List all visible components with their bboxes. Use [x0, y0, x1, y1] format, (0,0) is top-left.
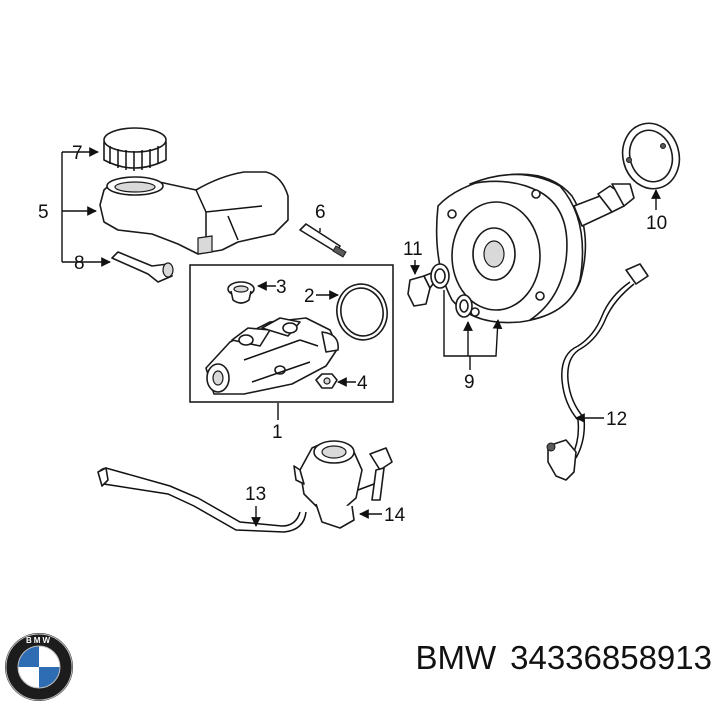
- grommet: [227, 281, 255, 304]
- booster-gasket: [621, 122, 681, 190]
- callout-4: 4: [357, 373, 368, 394]
- callout-14: 14: [384, 505, 406, 526]
- nut: [315, 373, 338, 389]
- vacuum-sensor: [546, 263, 649, 481]
- brake-booster: [435, 173, 635, 324]
- reservoir-cap: [103, 127, 167, 171]
- logo-lettering: BMW: [26, 636, 52, 645]
- callout-11: 11: [403, 239, 423, 260]
- part-caption: BMW 34336858913: [92, 628, 712, 688]
- reservoir-hose: [111, 251, 174, 283]
- vacuum-hose: [97, 467, 307, 533]
- callout-10: 10: [646, 213, 667, 234]
- level-sensor: [299, 223, 347, 258]
- callout-7: 7: [72, 143, 83, 164]
- callout-13: 13: [245, 484, 266, 505]
- vacuum-pump: [293, 440, 393, 529]
- part-number: 34336858913: [510, 639, 712, 676]
- callout-5: 5: [38, 202, 49, 223]
- callout-6: 6: [315, 202, 326, 223]
- o-ring: [336, 283, 388, 341]
- seal-large: [430, 263, 450, 289]
- callout-8: 8: [74, 253, 85, 274]
- callout-1: 1: [272, 422, 283, 443]
- seal-small: [455, 294, 473, 318]
- brake-fluid-reservoir: [99, 171, 289, 255]
- bmw-logo-icon: BMW: [5, 633, 73, 701]
- callout-12: 12: [606, 409, 627, 430]
- callout-2: 2: [304, 286, 315, 307]
- callout-9: 9: [464, 372, 475, 393]
- master-cylinder-box: [189, 264, 394, 403]
- callout-3: 3: [276, 277, 287, 298]
- master-cylinder: [205, 317, 339, 395]
- brand-name: BMW: [415, 639, 497, 676]
